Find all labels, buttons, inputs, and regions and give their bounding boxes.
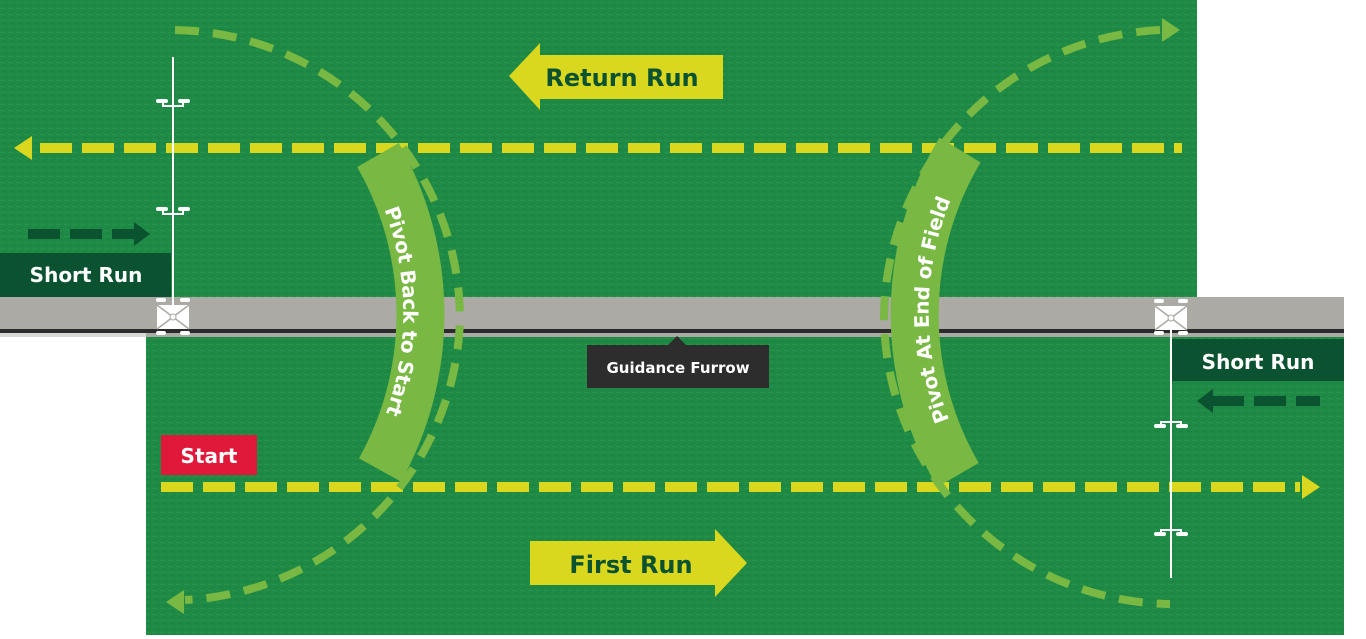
guidance-furrow-label: Guidance Furrow <box>606 359 749 377</box>
arrow-right-icon <box>1162 18 1180 42</box>
irrigation-cart-icon <box>156 298 190 335</box>
arrow-right-icon <box>1302 475 1320 499</box>
return-run-sign: Return Run <box>509 43 723 110</box>
short-run-right: Short Run <box>1172 339 1344 413</box>
sprinkler-nozzle-icon <box>1154 529 1188 536</box>
pivot-end-arc <box>879 18 1180 608</box>
arrow-left-icon <box>14 136 32 160</box>
short-run-left: Short Run <box>0 222 171 297</box>
sprinkler-nozzle-icon <box>156 207 190 215</box>
return-run-path <box>14 136 1182 160</box>
sprinkler-line-left <box>156 57 190 335</box>
guidance-furrow-line <box>0 329 1344 333</box>
arrow-left-icon <box>1197 389 1213 413</box>
arrow-left-icon <box>166 590 184 614</box>
guidance-furrow-tooltip: Guidance Furrow <box>587 336 769 388</box>
sprinkler-line-right <box>1154 299 1188 578</box>
short-run-right-label: Short Run <box>1202 350 1315 374</box>
pivot-back-arc <box>166 26 465 614</box>
sprinkler-nozzle-icon <box>156 99 190 107</box>
short-run-left-label: Short Run <box>30 263 143 287</box>
start-badge: Start <box>161 435 257 475</box>
first-run-label: First Run <box>569 551 692 579</box>
first-run-path <box>161 475 1320 499</box>
irrigation-cart-icon <box>1154 299 1188 335</box>
return-run-label: Return Run <box>545 64 698 92</box>
sprinkler-nozzle-icon <box>1154 421 1188 428</box>
arrow-right-icon <box>134 222 150 246</box>
start-label: Start <box>181 444 238 468</box>
first-run-sign: First Run <box>530 529 747 597</box>
